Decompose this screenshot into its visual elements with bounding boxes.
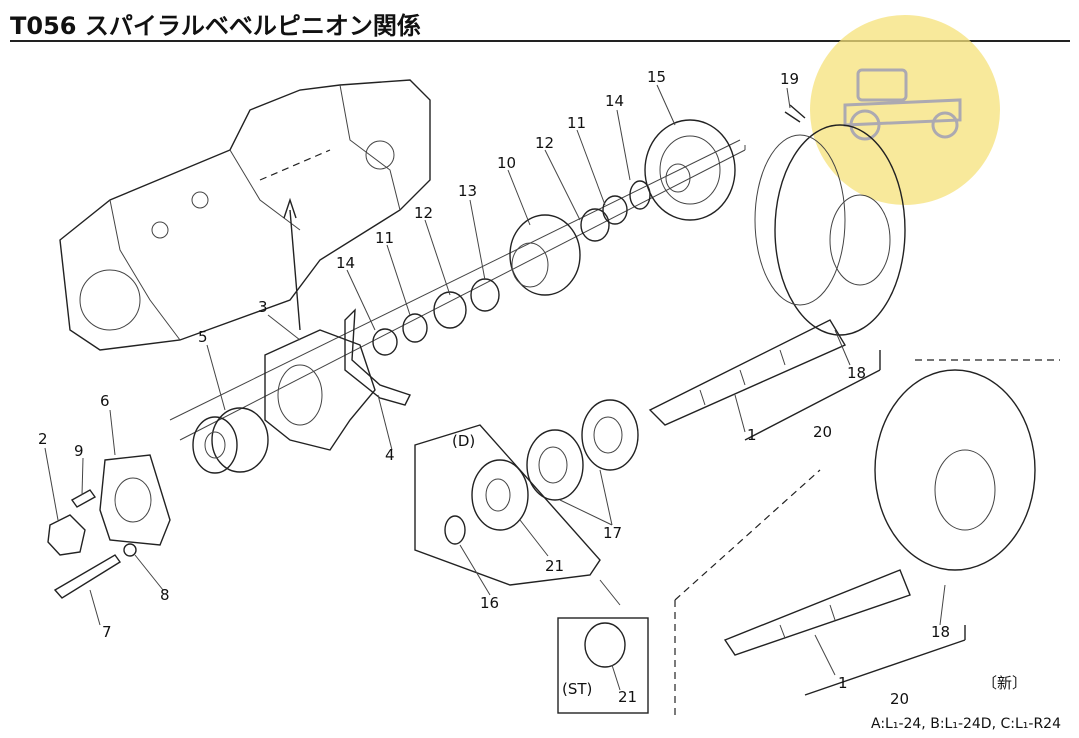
needle-bearing-12a [580, 208, 610, 242]
bushing-11a [602, 195, 628, 225]
st-group-box [557, 579, 649, 714]
callout-5: 5 [198, 328, 208, 346]
pinion-ring-gear-set-a [648, 104, 906, 426]
bolt-7 [53, 554, 122, 599]
snap-ring-16 [444, 515, 466, 545]
needle-bearing-12b [433, 291, 467, 329]
washer-8 [123, 543, 137, 557]
callout-14: 14 [336, 254, 355, 272]
callout-13: 13 [458, 182, 477, 200]
pinion-ring-gear-set-new [674, 359, 1060, 715]
callout-4: 4 [385, 446, 395, 464]
collar-21-st [584, 622, 626, 668]
model-applicability-note: A:L₁-24, B:L₁-24D, C:L₁-R24 [870, 716, 1061, 732]
callout-labels: 19 15 14 11 12 10 13 12 11 14 3 5 6 4 2 … [38, 68, 1027, 708]
tractor-watermark-icon [810, 15, 1000, 205]
transmission-case [59, 79, 431, 351]
callout-2: 2 [38, 430, 48, 448]
page-title: T056 スパイラルベベルピニオン関係 [10, 12, 421, 40]
callout-10: 10 [497, 154, 516, 172]
callout-21: 21 [618, 688, 637, 706]
bushing-11b [402, 313, 428, 343]
bracket-20a [744, 350, 881, 441]
bracket-4 [344, 308, 411, 406]
callout-1: 1 [747, 426, 757, 444]
washer-14b [372, 328, 398, 356]
bracket-20b [804, 625, 966, 696]
leader-lines [44, 84, 946, 691]
callout-15: 15 [647, 68, 666, 86]
callout-8: 8 [160, 586, 170, 604]
new-version-marker: 〔新〕 [982, 674, 1027, 692]
callout-20: 20 [890, 690, 909, 708]
callout-12: 12 [414, 204, 433, 222]
callout-21: 21 [545, 557, 564, 575]
callout-16: 16 [480, 594, 499, 612]
d-group-label: (D) [452, 432, 475, 450]
callout-9: 9 [74, 442, 84, 460]
callout-6: 6 [100, 392, 110, 410]
callout-1: 1 [838, 674, 848, 692]
bolt-9 [70, 489, 97, 508]
callout-20: 20 [813, 423, 832, 441]
title-underline [10, 40, 1070, 42]
upper-shaft-assembly [47, 119, 746, 599]
callout-14: 14 [605, 92, 624, 110]
callout-18: 18 [931, 623, 950, 641]
callout-17: 17 [603, 524, 622, 542]
bearings-17 [526, 399, 639, 501]
gear-10 [509, 214, 581, 296]
callout-11: 11 [375, 229, 394, 247]
d-group-box [414, 424, 601, 586]
washer-14a [629, 180, 651, 210]
callout-11: 11 [567, 114, 586, 132]
callout-18: 18 [847, 364, 866, 382]
gasket-6 [99, 454, 171, 546]
st-group-label: (ST) [562, 680, 592, 698]
callout-19: 19 [780, 70, 799, 88]
nut-2 [47, 514, 86, 556]
gear-15 [644, 119, 736, 221]
callout-12: 12 [535, 134, 554, 152]
bearing-housing-3 [264, 329, 376, 451]
callout-3: 3 [258, 298, 268, 316]
ball-bearing-5 [192, 407, 269, 474]
bolt-19 [784, 104, 806, 123]
callout-7: 7 [102, 623, 112, 641]
gear-21-d [471, 459, 529, 531]
